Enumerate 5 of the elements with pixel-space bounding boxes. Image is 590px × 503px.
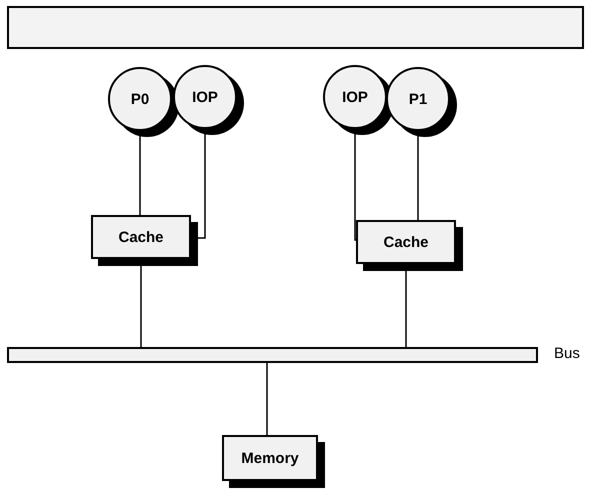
bus-bar — [7, 347, 538, 363]
connector-line — [140, 266, 142, 347]
bus-label: Bus — [554, 345, 580, 362]
connector-line — [266, 363, 268, 435]
connector-line — [405, 271, 407, 347]
